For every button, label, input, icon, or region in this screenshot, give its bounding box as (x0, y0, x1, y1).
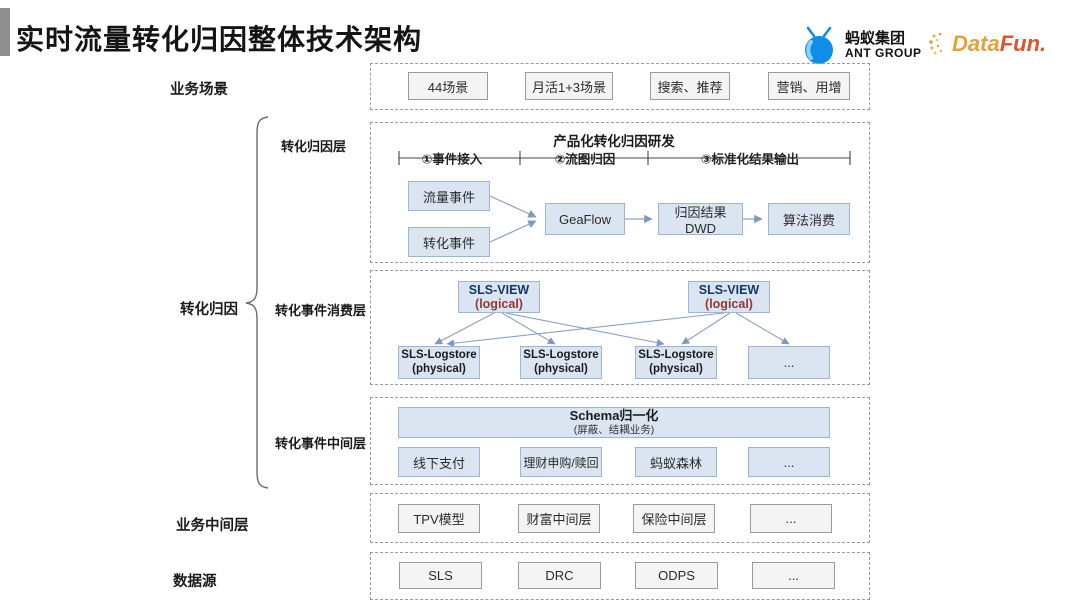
scene-box: 月活1+3场景 (525, 72, 613, 100)
ant-icon (805, 26, 833, 64)
sls-view-name: SLS-VIEW (468, 282, 530, 297)
middle-more-box: ... (748, 447, 830, 477)
label-biz-scene: 业务场景 (170, 82, 228, 98)
scene-box: 44场景 (408, 72, 488, 100)
node-conversion-event: 转化事件 (408, 227, 490, 257)
logstore-type: (physical) (649, 362, 703, 375)
bizmid-box: 财富中间层 (518, 504, 600, 533)
datasource-box: SLS (399, 562, 482, 589)
sls-view-box: SLS-VIEW (logical) (688, 281, 770, 313)
band-biz-scene (370, 63, 870, 110)
band-biz-middle-layer (370, 493, 870, 543)
middle-box: 蚂蚁森林 (635, 447, 717, 477)
sls-view-name: SLS-VIEW (698, 282, 760, 297)
datafun-text-data: Data (952, 31, 1000, 56)
datafun-dots-icon (929, 32, 943, 55)
node-traffic-event: 流量事件 (408, 181, 490, 211)
middle-box: 理财申购/赎回 (520, 447, 602, 477)
schema-unify-box: Schema归一化 (屏蔽、结耦业务) (398, 407, 830, 438)
node-attribution-dwd: 归因结果DWD (658, 203, 743, 236)
logstore-name: SLS-Logstore (401, 349, 477, 362)
phase-label-1: ①事件接入 (421, 152, 483, 167)
phase-label-3: ③标准化结果输出 (700, 152, 800, 167)
label-attribution-layer: 转化归因层 (281, 139, 347, 154)
label-attribution-group: 转化归因 (180, 302, 238, 318)
schema-unify-title: Schema归一化 (569, 407, 659, 423)
page-title: 实时流量转化归因整体技术架构 (16, 24, 423, 55)
datasource-box: ODPS (635, 562, 718, 589)
logstore-type: (physical) (412, 362, 466, 375)
sls-logstore-more-box: ... (748, 346, 830, 379)
datafun-logo: DataFun. (928, 30, 1046, 58)
band-attribution-layer (370, 122, 870, 263)
middle-box: 线下支付 (398, 447, 480, 477)
label-event-middle-layer: 转化事件中间层 (275, 436, 367, 451)
bizmid-box: 保险中间层 (633, 504, 715, 533)
datasource-more-box: ... (752, 562, 835, 589)
sls-logstore-box: SLS-Logstore (physical) (520, 346, 602, 379)
schema-unify-subtitle: (屏蔽、结耦业务) (573, 424, 655, 437)
band-event-middle-layer (370, 397, 870, 485)
logstore-name: SLS-Logstore (638, 349, 714, 362)
scene-box: 搜索、推荐 (650, 72, 730, 100)
logstore-type: (physical) (534, 362, 588, 375)
logstore-name: SLS-Logstore (523, 349, 599, 362)
title-accent-bar (0, 8, 10, 56)
sls-logstore-box: SLS-Logstore (physical) (635, 346, 717, 379)
band-datasource (370, 552, 870, 600)
node-algo-consume: 算法消费 (768, 203, 850, 235)
datafun-text-fun: Fun. (999, 31, 1047, 56)
bizmid-more-box: ... (750, 504, 832, 533)
label-consume-layer: 转化事件消费层 (275, 303, 367, 318)
bizmid-box: TPV模型 (398, 504, 480, 533)
sls-view-type: (logical) (705, 297, 753, 311)
ant-logo-en: ANT GROUP (845, 45, 922, 60)
sls-logstore-box: SLS-Logstore (physical) (398, 346, 480, 379)
label-datasource: 数据源 (173, 574, 217, 590)
band-consume-layer (370, 270, 870, 385)
sls-view-type: (logical) (475, 297, 523, 311)
label-biz-middle-layer: 业务中间层 (176, 518, 249, 534)
phase-label-2: ②流图归因 (554, 152, 616, 167)
scene-box: 营销、用增 (768, 72, 850, 100)
sls-view-box: SLS-VIEW (logical) (458, 281, 540, 313)
attribution-band-title: 产品化转化归因研发 (553, 134, 675, 149)
node-geaflow: GeaFlow (545, 203, 625, 235)
ant-logo-cn: 蚂蚁集团 (845, 29, 906, 47)
ant-group-logo: 蚂蚁集团 ANT GROUP (799, 24, 922, 66)
datasource-box: DRC (518, 562, 601, 589)
